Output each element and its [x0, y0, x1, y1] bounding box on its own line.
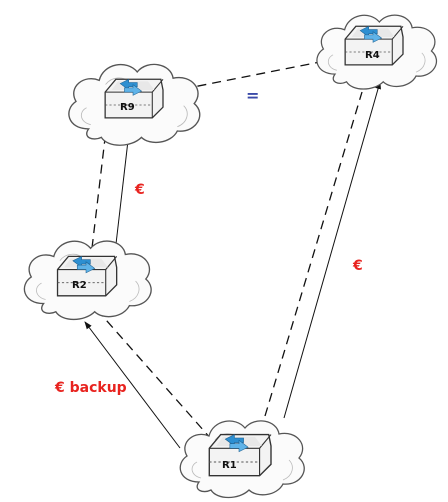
router-r4: R4	[316, 14, 438, 90]
router-icon	[56, 255, 118, 297]
router-r2: R2	[23, 240, 152, 321]
edge-label-r2-r9: €	[134, 182, 145, 198]
router-r1: R1	[179, 420, 305, 499]
link-r2-r9-dashed	[91, 129, 107, 249]
link-r1-r4-dashed	[264, 91, 363, 417]
edge-label-r1-r4: €	[352, 258, 363, 274]
link-r9-r4-dashed	[167, 59, 331, 93]
edge-label-r1-r2: € backup	[54, 380, 127, 396]
link-r1-r2-dashed	[91, 303, 213, 441]
link-r1-r2-arrow	[84, 321, 181, 449]
link-r1-r4-arrow	[283, 81, 381, 419]
router-r9: R9	[68, 63, 201, 146]
link-r2-r9-arrow	[115, 131, 132, 245]
edge-label-r9-r4: =	[246, 86, 259, 105]
router-r1-label: R1	[222, 460, 237, 471]
router-icon	[208, 433, 272, 477]
router-r4-label: R4	[365, 50, 380, 61]
router-r9-label: R9	[120, 102, 135, 113]
router-r2-label: R2	[72, 280, 87, 291]
